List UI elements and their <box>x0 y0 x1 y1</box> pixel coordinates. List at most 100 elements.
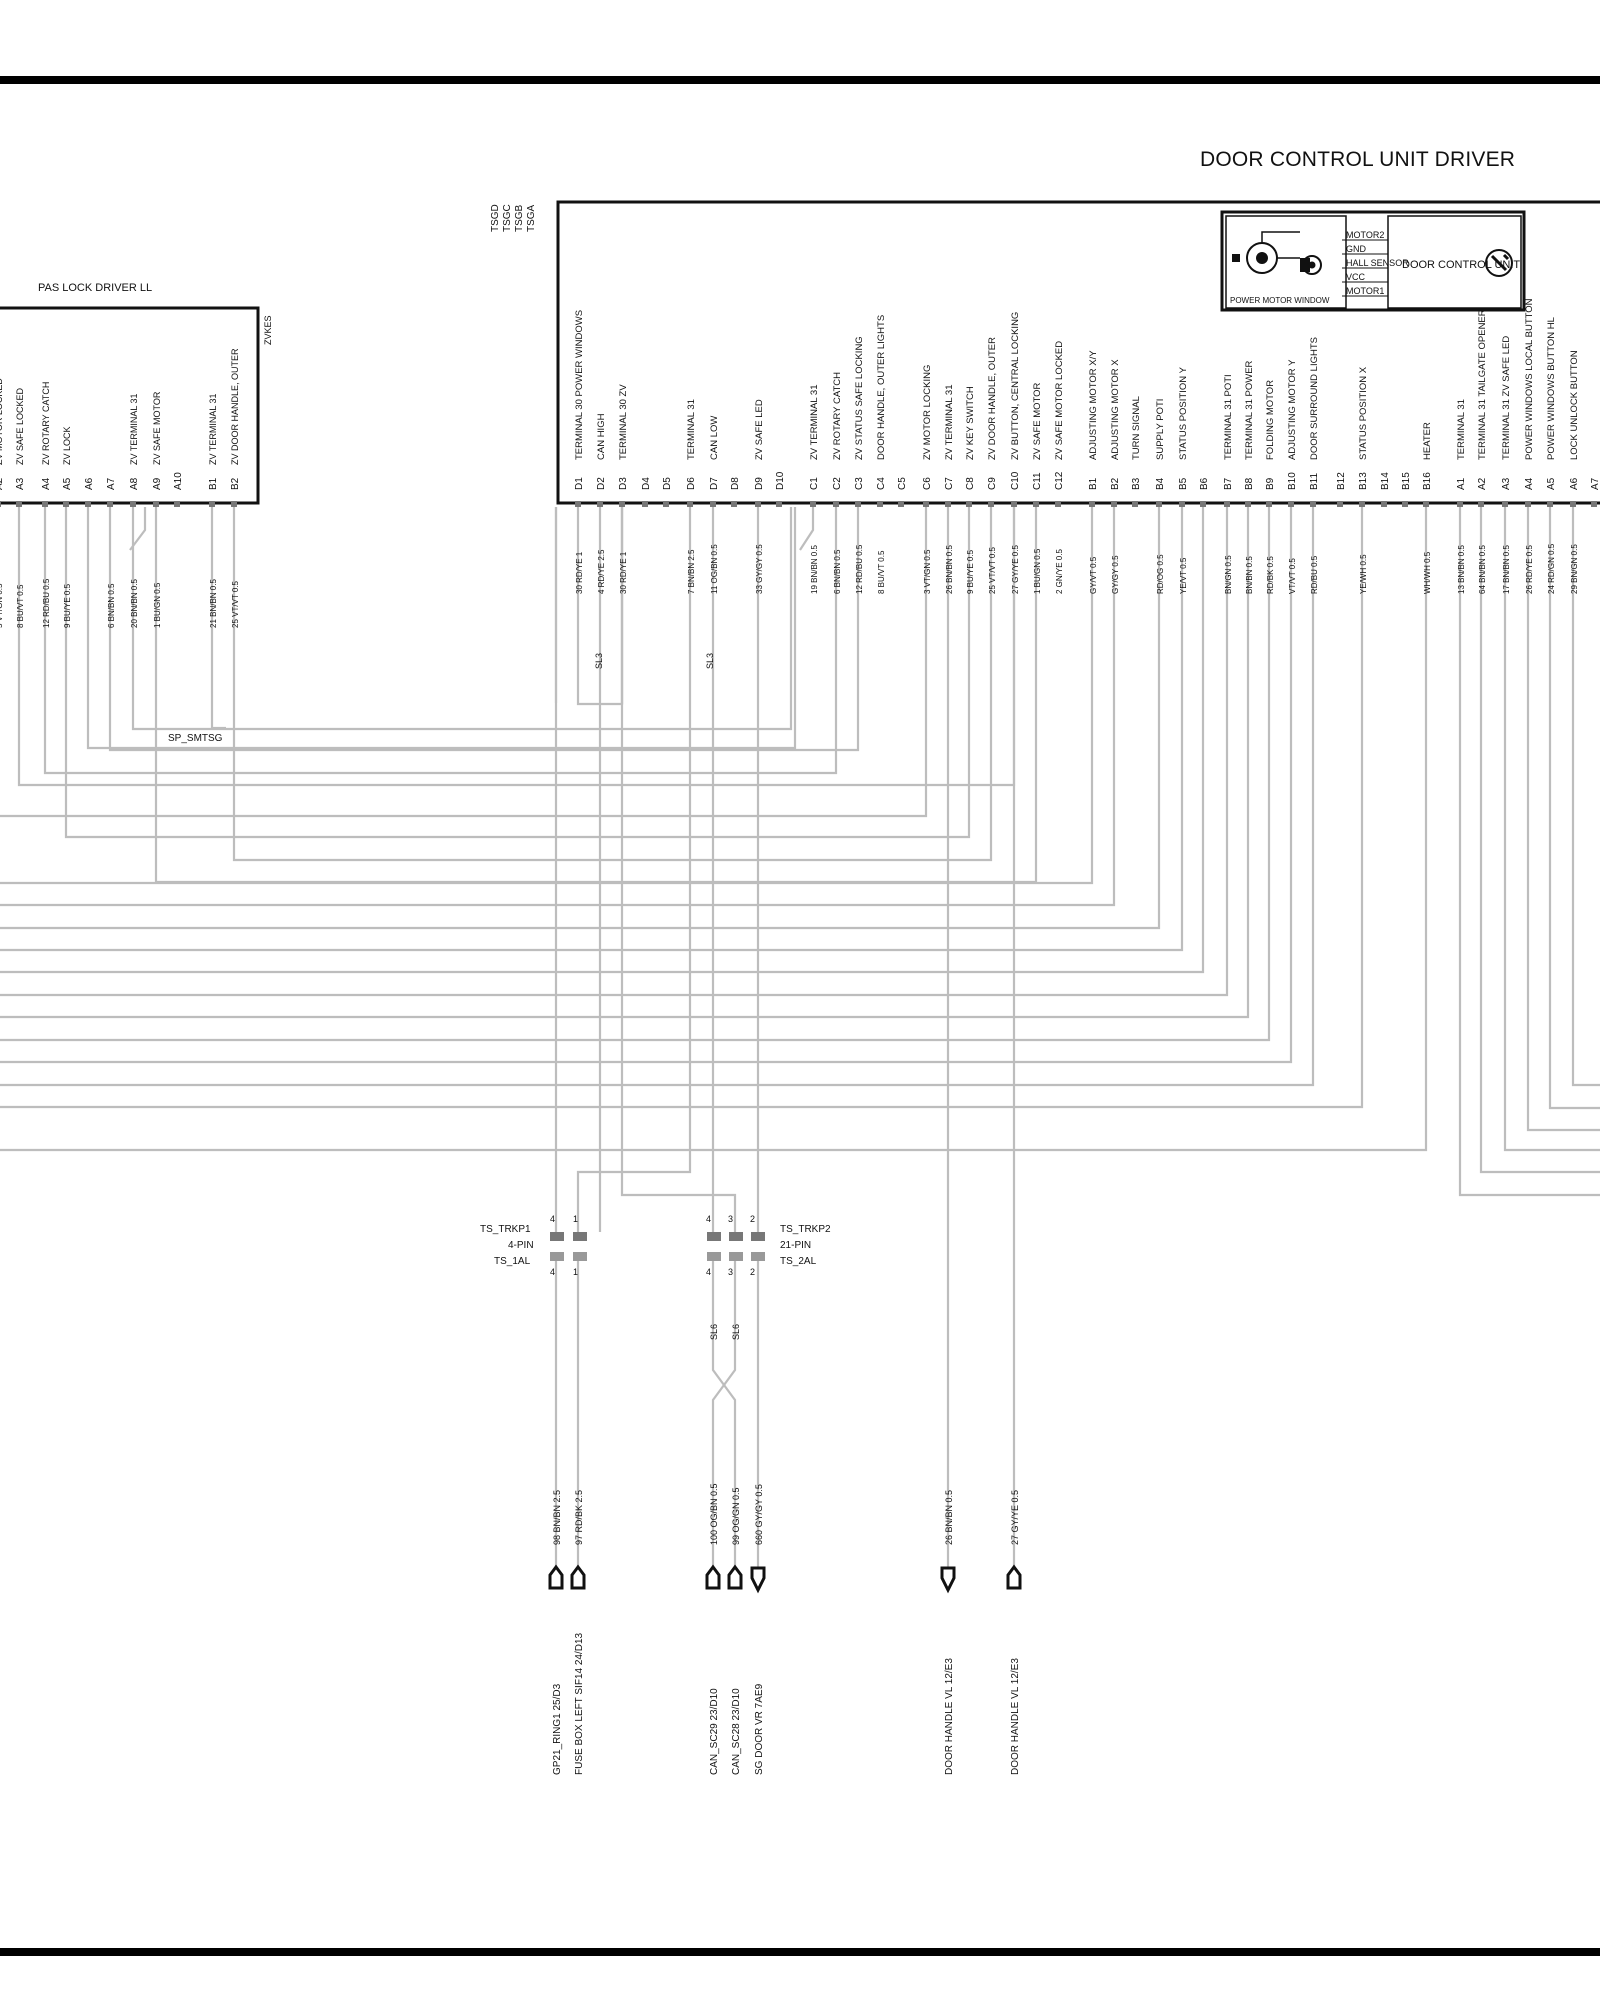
dcu-wire-label: YE/VT 0.5 <box>1179 557 1188 594</box>
pas-pin-id: A10 <box>173 472 184 490</box>
dcu-pin-label: ZV SAFE LED <box>754 399 765 460</box>
dcu-pin-label: ZV TERMINAL 31 <box>944 385 955 461</box>
dcu-pin-id: A2 <box>1477 477 1488 490</box>
svg-text:4: 4 <box>550 1214 555 1224</box>
dcu-pin-id: C7 <box>944 477 955 490</box>
pin-terminal <box>898 501 904 507</box>
dcu-wire-label: 24 RD/GN 0.5 <box>1547 543 1556 594</box>
wire <box>1458 507 1600 1197</box>
bottom-target-label: GP21_RING1 25/D3 <box>552 1683 563 1775</box>
svg-text:1: 1 <box>573 1267 578 1277</box>
bottom-target-label: DOOR HANDLE VL 12/E3 <box>1010 1658 1021 1775</box>
dcu-wire-label: 13 BN/BN 0.5 <box>1457 545 1466 594</box>
dcu-pin-id: B6 <box>1199 477 1210 490</box>
pas-pin-label: ZV DOOR HANDLE, OUTER <box>230 348 240 465</box>
dcu-pin-id: D4 <box>641 477 652 490</box>
dcu-connector-id: TSGC <box>502 204 513 232</box>
dcu-pin-label: TERMINAL 30 POWER WINDOWS <box>574 310 585 460</box>
pas-pin-id: A4 <box>41 477 52 490</box>
pin-terminal <box>1478 501 1484 507</box>
dcu-pin-id: A1 <box>1456 477 1467 490</box>
dcu-pin-label: POWER WINDOWS LOCAL BUTTON <box>1524 298 1535 460</box>
wire <box>0 507 1315 1087</box>
pin-terminal <box>1033 501 1039 507</box>
pas-pin-label: ZV MOTOR LOCKED <box>0 378 4 465</box>
dcu-wire-label: 2 GN/YE 0.5 <box>1055 549 1064 594</box>
motor-line-label: HALL SENSOR <box>1346 258 1409 268</box>
wire <box>108 507 860 752</box>
pin-terminal <box>1502 501 1508 507</box>
dcu-wire-label: 9 BU/YE 0.5 <box>966 549 975 594</box>
wire <box>154 507 1038 884</box>
wire <box>0 507 1250 1019</box>
pin-terminal <box>1402 501 1408 507</box>
svg-text:TS_TRKP2: TS_TRKP2 <box>780 1224 831 1235</box>
pin-terminal <box>776 501 782 507</box>
dcu-pin-label: TURN SIGNAL <box>1131 396 1142 460</box>
dcu-pin-label: CAN LOW <box>709 416 720 460</box>
dcu-pin-label: CAN HIGH <box>596 413 607 460</box>
pin-terminal <box>966 501 972 507</box>
pin-terminal <box>1381 501 1387 507</box>
dcu-pin-id: A4 <box>1524 477 1535 490</box>
connector-ts-trkp1: TS_TRKP1 4-PIN TS_1AL 4 1 4 1 <box>480 1214 587 1277</box>
dcu-box <box>556 200 1600 505</box>
dcu-pin-id: B3 <box>1131 477 1142 490</box>
dcu-pin-id: C3 <box>854 477 865 490</box>
dcu-wire-label: VT/VT 0.5 <box>1288 558 1297 594</box>
terminal-connector-icon <box>705 1564 721 1590</box>
wire <box>1526 507 1600 1132</box>
dcu-pin-label: ZV SAFE MOTOR LOCKED <box>1054 341 1065 460</box>
pas-pin-id: A2 <box>0 477 5 490</box>
wire <box>64 507 971 839</box>
dcu-pin-id: B16 <box>1422 472 1433 490</box>
wire <box>576 507 692 1232</box>
bottom-target-label: CAN_SC29 23/D10 <box>709 1688 720 1775</box>
svg-text:4: 4 <box>550 1267 555 1277</box>
pin-terminal <box>209 501 215 507</box>
bottom-target-label: SG DOOR VR 7AE9 <box>754 1683 765 1775</box>
dcu-pin-id: B5 <box>1178 477 1189 490</box>
svg-text:TS_2AL: TS_2AL <box>780 1256 817 1267</box>
pin-terminal <box>1288 501 1294 507</box>
bottom-target-label: CAN_SC28 23/D10 <box>731 1688 742 1775</box>
pin-terminal <box>42 501 48 507</box>
dcu-pin-label: ZV ROTARY CATCH <box>832 372 843 460</box>
svg-text:3: 3 <box>728 1214 733 1224</box>
dcu-wire-label: 29 BN/GN 0.5 <box>1570 544 1579 594</box>
wire <box>0 507 1293 1064</box>
dcu-pin-label: STATUS POSITION X <box>1358 366 1369 460</box>
terminal-connector-icon <box>1006 1564 1022 1590</box>
wire-layer <box>0 506 1600 1570</box>
dcu-wire-label: 4 RD/YE 2.5 <box>597 549 606 594</box>
pin-terminal <box>1457 501 1463 507</box>
splice-sl3-b: SL3 <box>705 653 715 669</box>
dcu-wire-label: 19 BN/BN 0.5 <box>810 545 819 594</box>
pin-terminal <box>877 501 883 507</box>
diagram-title: DOOR CONTROL UNIT DRIVER <box>1200 148 1516 171</box>
dcu-pin-id: D2 <box>596 477 607 490</box>
terminal-arrow-icon <box>940 1566 956 1594</box>
svg-text:1: 1 <box>573 1214 578 1224</box>
dcu-pin-id: B4 <box>1155 477 1166 490</box>
dcu-wire-label: RD/BU 0.5 <box>1310 555 1319 594</box>
dcu-wire-label: 7 BN/BN 2.5 <box>687 549 696 594</box>
dcu-pin-label: ADJUSTING MOTOR X/Y <box>1088 350 1099 460</box>
dcu-wire-label: 30 RD/YE 1 <box>575 551 584 594</box>
dcu-pin-label: HEATER <box>1422 422 1433 460</box>
wire <box>129 507 147 551</box>
dcu-wire-label: WH/WH 0.5 <box>1423 551 1432 594</box>
pas-pin-label: ZV LOCK <box>62 426 72 465</box>
wire <box>0 507 1271 1042</box>
bottom-border <box>0 1948 1600 1956</box>
svg-text:2: 2 <box>750 1267 755 1277</box>
dcu-wire-label: YE/WH 0.5 <box>1359 554 1368 594</box>
pas-pin-label: ZV SAFE LOCKED <box>15 387 25 465</box>
pas-wire-label: 5 VT/GN 0.5 <box>0 583 4 628</box>
dcu-pin-label: ADJUSTING MOTOR X <box>1110 359 1121 460</box>
wire <box>1479 507 1600 1174</box>
pin-terminal <box>619 501 625 507</box>
dcu-pin-id: A7 <box>1590 477 1600 490</box>
